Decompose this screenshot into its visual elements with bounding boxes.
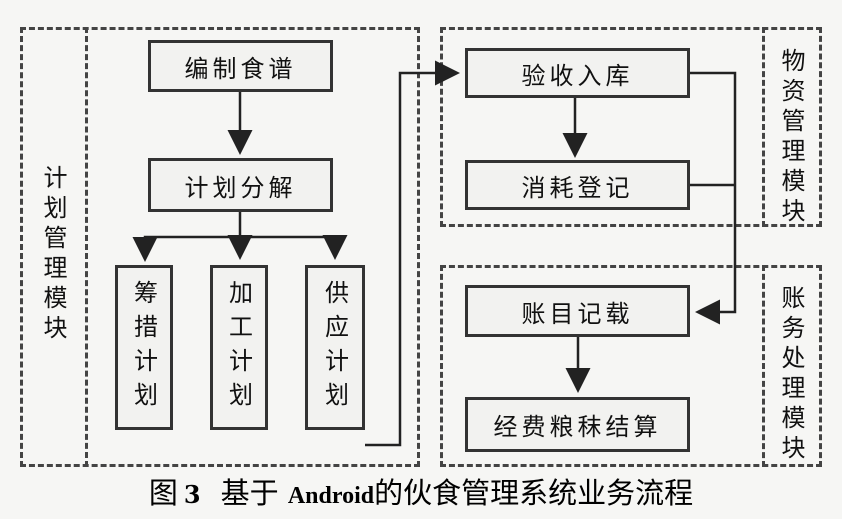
accounting-module-region — [440, 265, 822, 467]
process-plan-box: 加工计划 — [210, 265, 268, 430]
compile-recipe-box: 编制食谱 — [148, 40, 333, 92]
settlement-box: 经费粮秣结算 — [465, 397, 690, 452]
plan-breakdown-box: 计划分解 — [148, 158, 333, 212]
acceptance-box: 验收入库 — [465, 48, 690, 98]
arrow-materials-to-ledger — [690, 71, 737, 325]
accounting-module-label: 账务处理模块 — [777, 285, 805, 465]
caption-text-before: 基于 — [220, 476, 279, 510]
caption-platform: Android — [287, 483, 375, 509]
materials-module-region — [440, 27, 822, 227]
supply-plan-box: 供应计划 — [305, 265, 365, 430]
materials-label-divider — [762, 27, 822, 227]
caption-number: 3 — [183, 480, 201, 509]
planning-module-region — [20, 27, 420, 467]
planning-inner-region — [85, 27, 420, 467]
planning-module-label: 计划管理模块 — [39, 165, 67, 345]
caption-text-after: 的伙食管理系统业务流程 — [374, 476, 694, 510]
materials-module-label: 物资管理模块 — [777, 48, 805, 228]
ledger-box: 账目记载 — [465, 285, 690, 337]
consumption-box: 消耗登记 — [465, 160, 690, 210]
accounting-label-divider — [762, 265, 822, 467]
raise-plan-box: 筹措计划 — [115, 265, 173, 430]
arrow-supply-to-acceptance — [365, 60, 460, 447]
caption-prefix: 图 — [148, 476, 178, 510]
